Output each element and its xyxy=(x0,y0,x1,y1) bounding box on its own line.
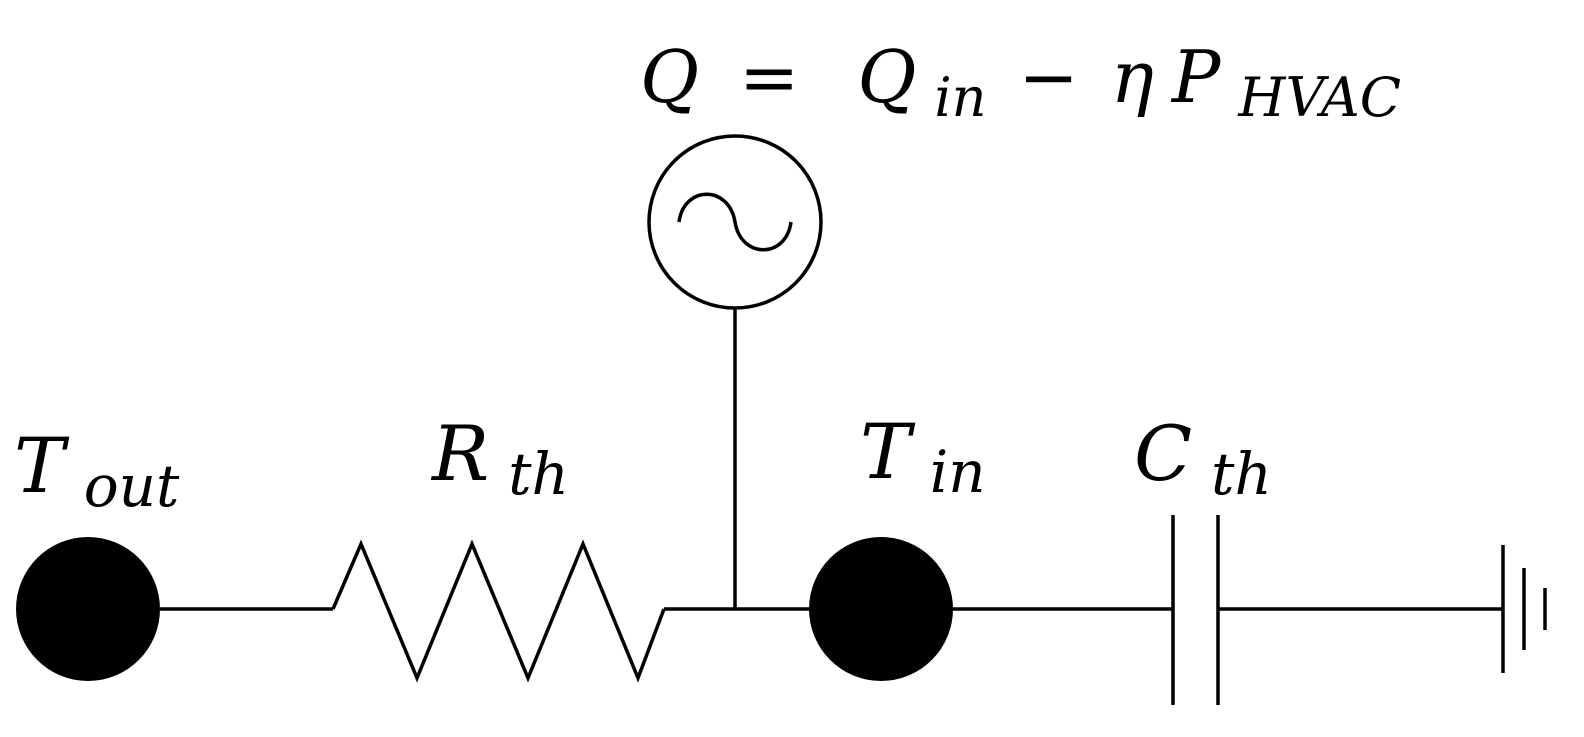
t-out-sub: out xyxy=(84,452,180,520)
eq-coef: η xyxy=(1111,35,1154,119)
label-r-th: R th xyxy=(430,409,569,508)
r-th-sub: th xyxy=(508,440,569,508)
t-in-sub: in xyxy=(930,438,986,506)
equation-label: Q = Q in − η P HVAC xyxy=(640,35,1401,132)
resistor-symbol xyxy=(331,539,666,683)
node-outdoor xyxy=(16,537,160,681)
ac-sine-icon xyxy=(677,192,793,252)
node-indoor xyxy=(809,537,953,681)
eq-minus: − xyxy=(1018,35,1078,119)
eq-term1: Q xyxy=(857,35,916,119)
t-out-symbol: T xyxy=(14,421,70,510)
t-in-symbol: T xyxy=(860,407,916,496)
eq-term2-sub: HVAC xyxy=(1237,66,1401,129)
c-th-sub: th xyxy=(1211,440,1272,508)
eq-equals: = xyxy=(739,35,799,119)
eq-lhs: Q xyxy=(640,35,699,119)
r-th-symbol: R xyxy=(430,409,489,498)
label-t-in: T in xyxy=(860,407,986,506)
eq-term2: P xyxy=(1170,35,1222,119)
label-c-th: C th xyxy=(1134,409,1272,508)
c-th-symbol: C xyxy=(1134,409,1192,498)
label-t-out: T out xyxy=(14,421,180,520)
eq-term1-sub: in xyxy=(934,66,986,129)
